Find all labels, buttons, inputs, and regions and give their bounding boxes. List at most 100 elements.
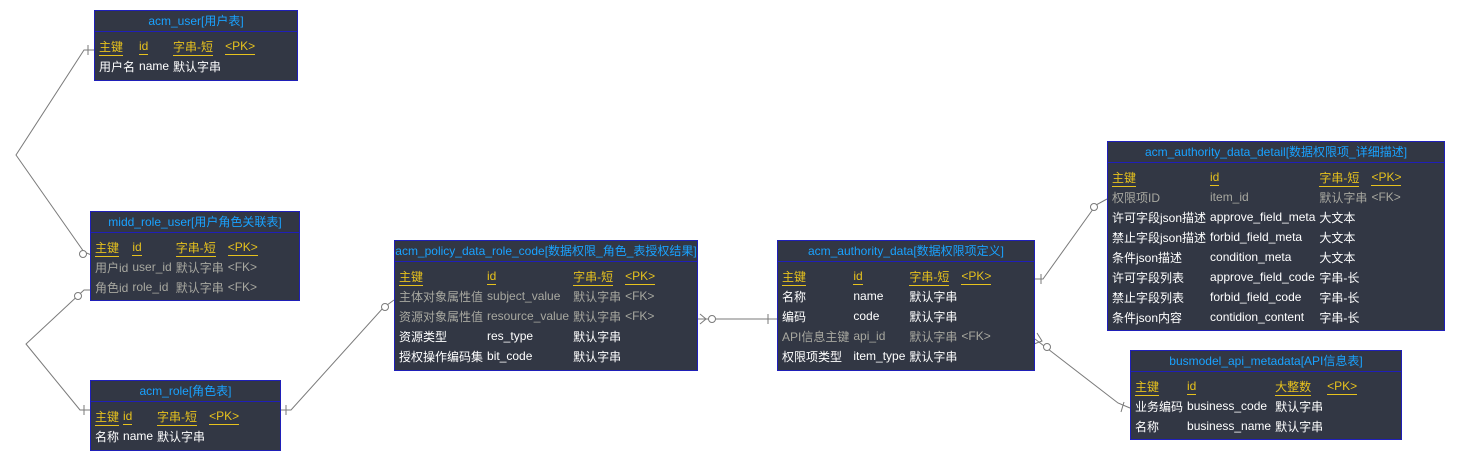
- attr-key: [961, 306, 995, 326]
- entity-title: acm_authority_data[数据权限项定义]: [778, 241, 1034, 262]
- attr-key: <FK>: [1371, 190, 1401, 204]
- cardinality-zero-mark: [79, 250, 87, 258]
- attr-key: <PK>: [227, 240, 258, 256]
- attribute-table: 主键 id 字串-短 <PK> 名称 name 默认字串 编码 code 默认字…: [782, 266, 995, 366]
- attr-name: name: [853, 289, 884, 303]
- cardinality-zero-mark: [1090, 203, 1098, 211]
- entity-title: busmodel_api_metadata[API信息表]: [1131, 351, 1401, 372]
- table-row: 资源类型 res_type 默认字串: [399, 326, 659, 346]
- entity-title: midd_role_user[用户角色关联表]: [91, 212, 299, 233]
- attr-label: 禁止字段json描述: [1112, 230, 1207, 245]
- table-row: 资源对象属性值 resource_value 默认字串 <FK>: [399, 306, 659, 326]
- table-row: 用户名 name 默认字串: [99, 56, 259, 76]
- entity-midd-role-user[interactable]: midd_role_user[用户角色关联表] 主键 id 字串-短 <PK> …: [90, 211, 300, 301]
- attr-key: [1371, 207, 1405, 227]
- entity-acm-policy-data-role-code[interactable]: acm_policy_data_role_code[数据权限_角色_表授权结果]…: [394, 240, 698, 371]
- table-row: 许可字段列表 approve_field_code 字串-长: [1112, 267, 1405, 287]
- rel-role-policy: [281, 299, 395, 411]
- attr-type: 默认字串: [573, 309, 622, 324]
- entity-acm-role[interactable]: acm_role[角色表] 主键 id 字串-短 <PK> 名称 name 默认…: [90, 380, 281, 451]
- attr-type: 默认字串: [909, 289, 958, 304]
- attr-name: resource_value: [487, 309, 570, 323]
- attr-label: 角色id: [95, 280, 129, 295]
- attr-label: 资源类型: [399, 329, 448, 344]
- rel-authority-detail: [1035, 198, 1108, 280]
- attr-type: 默认字串: [909, 309, 958, 324]
- attr-label: 主键: [782, 269, 807, 286]
- table-row: 条件json描述 condition_meta 大文本: [1112, 247, 1405, 267]
- attr-key: <PK>: [625, 269, 656, 285]
- attr-type: 字串-短: [1319, 170, 1360, 187]
- table-row: 编码 code 默认字串: [782, 306, 995, 326]
- attr-type: 大文本: [1319, 230, 1356, 245]
- table-row: 用户id user_id 默认字串 <FK>: [95, 257, 262, 277]
- entity-title: acm_role[角色表]: [91, 381, 280, 402]
- table-row: 主键 id 字串-短 <PK>: [782, 266, 995, 286]
- attr-name: business_code: [1187, 399, 1268, 413]
- entity-title: acm_authority_data_detail[数据权限项_详细描述]: [1108, 142, 1444, 163]
- attr-name: subject_value: [487, 289, 561, 303]
- attr-label: 用户名: [99, 59, 136, 74]
- cardinality-zero-mark: [74, 292, 82, 300]
- attr-label: 名称: [782, 289, 807, 304]
- attr-type: 默认字串: [909, 349, 958, 364]
- attr-type: 默认字串: [909, 329, 958, 344]
- attr-label: 主键: [1135, 379, 1160, 396]
- attr-type: 字串-短: [157, 409, 198, 426]
- attr-name: id: [139, 39, 149, 55]
- attr-name: contidion_content: [1210, 310, 1305, 324]
- attr-name: user_id: [132, 260, 172, 274]
- attr-type: 大文本: [1319, 250, 1356, 265]
- attr-name: item_type: [853, 349, 906, 363]
- cardinality-zero-mark: [1043, 343, 1051, 351]
- attr-name: name: [139, 59, 170, 73]
- attr-type: 字串-短: [173, 39, 214, 56]
- table-row: 主键 id 字串-短 <PK>: [99, 36, 259, 56]
- attr-name: business_name: [1187, 419, 1272, 433]
- entity-title: acm_policy_data_role_code[数据权限_角色_表授权结果]: [395, 241, 697, 262]
- entity-busmodel-api-metadata[interactable]: busmodel_api_metadata[API信息表] 主键 id 大整数 …: [1130, 350, 1402, 440]
- attr-label: 许可字段json描述: [1112, 210, 1207, 225]
- attr-type: 字串-短: [573, 269, 614, 286]
- rel-role-roleuser: [25, 289, 94, 411]
- cardinality-zero-mark: [708, 315, 716, 323]
- attr-type: 默认字串: [573, 289, 622, 304]
- entity-acm-authority-data-detail[interactable]: acm_authority_data_detail[数据权限项_详细描述] 主键…: [1107, 141, 1445, 331]
- attr-name: code: [853, 309, 880, 323]
- table-row: 禁止字段列表 forbid_field_code 字串-长: [1112, 287, 1405, 307]
- attr-type: 默认字串: [1319, 190, 1368, 205]
- attr-name: id: [853, 269, 863, 285]
- entity-acm-user[interactable]: acm_user[用户表] 主键 id 字串-短 <PK> 用户名 name 默…: [94, 10, 298, 81]
- attr-label: 主键: [1112, 170, 1137, 187]
- entity-acm-authority-data[interactable]: acm_authority_data[数据权限项定义] 主键 id 字串-短 <…: [777, 240, 1035, 371]
- attr-name: id: [1210, 170, 1220, 186]
- attr-key: [961, 286, 995, 306]
- attr-label: 主键: [399, 269, 424, 286]
- attr-name: condition_meta: [1210, 250, 1292, 264]
- table-row: 名称 name 默认字串: [782, 286, 995, 306]
- attribute-table: 主键 id 字串-短 <PK> 主体对象属性值 subject_value 默认…: [399, 266, 659, 366]
- attr-key: <PK>: [209, 409, 240, 425]
- attr-label: 主键: [95, 409, 120, 426]
- attr-label: 许可字段列表: [1112, 270, 1185, 285]
- attribute-table: 主键 id 大整数 <PK> 业务编码 business_code 默认字串 名…: [1135, 376, 1361, 436]
- attr-key: [1371, 267, 1405, 287]
- attr-type: 默认字串: [175, 280, 224, 295]
- attr-type: 默认字串: [173, 59, 222, 74]
- table-row: 名称 business_name 默认字串: [1135, 416, 1361, 436]
- table-row: 业务编码 business_code 默认字串: [1135, 396, 1361, 416]
- attr-type: 大整数: [1275, 379, 1312, 396]
- attr-type: 大文本: [1319, 210, 1356, 225]
- table-row: 名称 name 默认字串: [95, 426, 243, 446]
- table-row: 授权操作编码集 bit_code 默认字串: [399, 346, 659, 366]
- attribute-table: 主键 id 字串-短 <PK> 用户id user_id 默认字串 <FK> 角…: [95, 237, 262, 297]
- attr-name: forbid_field_meta: [1210, 230, 1303, 244]
- attr-label: 权限项类型: [782, 349, 843, 364]
- attr-type: 字串-短: [175, 240, 216, 257]
- attr-key: [225, 56, 259, 76]
- attribute-table: 主键 id 字串-短 <PK> 权限项ID item_id 默认字串 <FK> …: [1112, 167, 1405, 327]
- attr-type: 字串-长: [1319, 270, 1360, 285]
- attr-label: 名称: [95, 429, 120, 444]
- table-row: 主键 id 字串-短 <PK>: [95, 237, 262, 257]
